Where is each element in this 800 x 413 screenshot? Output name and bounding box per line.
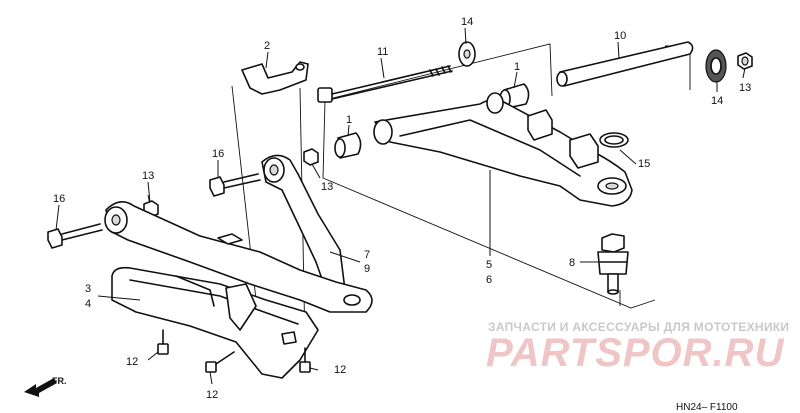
callout-12-left: 12 [126,356,138,368]
washer-14-right [705,49,727,83]
callout-13-middle: 13 [321,181,333,193]
callout-12-right: 12 [334,364,346,376]
front-direction-arrow: FR. [24,376,67,397]
callout-13-right: 13 [739,82,751,94]
callout-9: 9 [364,263,370,275]
callout-16-left: 16 [53,193,65,205]
callout-12-bottom: 12 [206,389,218,401]
callout-6: 6 [486,274,492,286]
bolt-12-right [299,347,311,373]
bolt-16-upper [209,173,261,197]
front-direction-label: FR. [52,376,67,386]
upper-arm-5-6 [373,92,633,207]
callout-5: 5 [486,259,492,271]
callout-14-top: 14 [461,16,473,28]
bushing-1-lower [334,132,362,159]
callout-16-upper: 16 [212,148,224,160]
callout-1-upper: 1 [514,61,520,73]
callout-1-lower: 1 [346,114,352,126]
bracket-2 [241,61,309,95]
washer-14-top [458,41,476,67]
callout-13-left: 13 [142,170,154,182]
callout-10: 10 [614,30,626,42]
lower-arm-7-9 [261,154,346,297]
nut-13-right [737,52,753,70]
callout-7: 7 [364,249,370,261]
bolt-16-left [47,223,103,249]
lower-frame-arm [104,201,373,313]
shaft-10 [556,41,694,87]
oring-15 [599,132,629,148]
callout-leader-lines [55,27,746,385]
watermark-logo: PARTSPOR.RU [486,331,785,375]
callout-8: 8 [569,257,575,269]
bolt-12-left [157,329,169,355]
bolt-11 [317,65,453,103]
callout-15: 15 [638,158,650,170]
callout-numbers: 14 11 10 2 1 1 14 13 15 16 13 13 16 7 9 … [53,16,751,401]
diagram-code: HN24– F1100 [676,402,738,413]
bolt-12-bottom [205,351,235,373]
callout-2: 2 [264,40,270,52]
nut-13-middle [303,148,319,166]
callout-3: 3 [85,283,91,295]
callout-11: 11 [377,46,388,58]
callout-4: 4 [85,298,91,310]
callout-14-right: 14 [711,95,723,107]
skid-plate-3-4 [111,266,319,379]
ball-joint-8 [597,233,629,295]
svg-text:PARTSPOR.RU: PARTSPOR.RU [486,331,785,375]
watermark-subtitle: ЗАПЧАСТИ И АКСЕССУАРЫ ДЛЯ МОТОТЕХНИКИ [488,320,789,334]
